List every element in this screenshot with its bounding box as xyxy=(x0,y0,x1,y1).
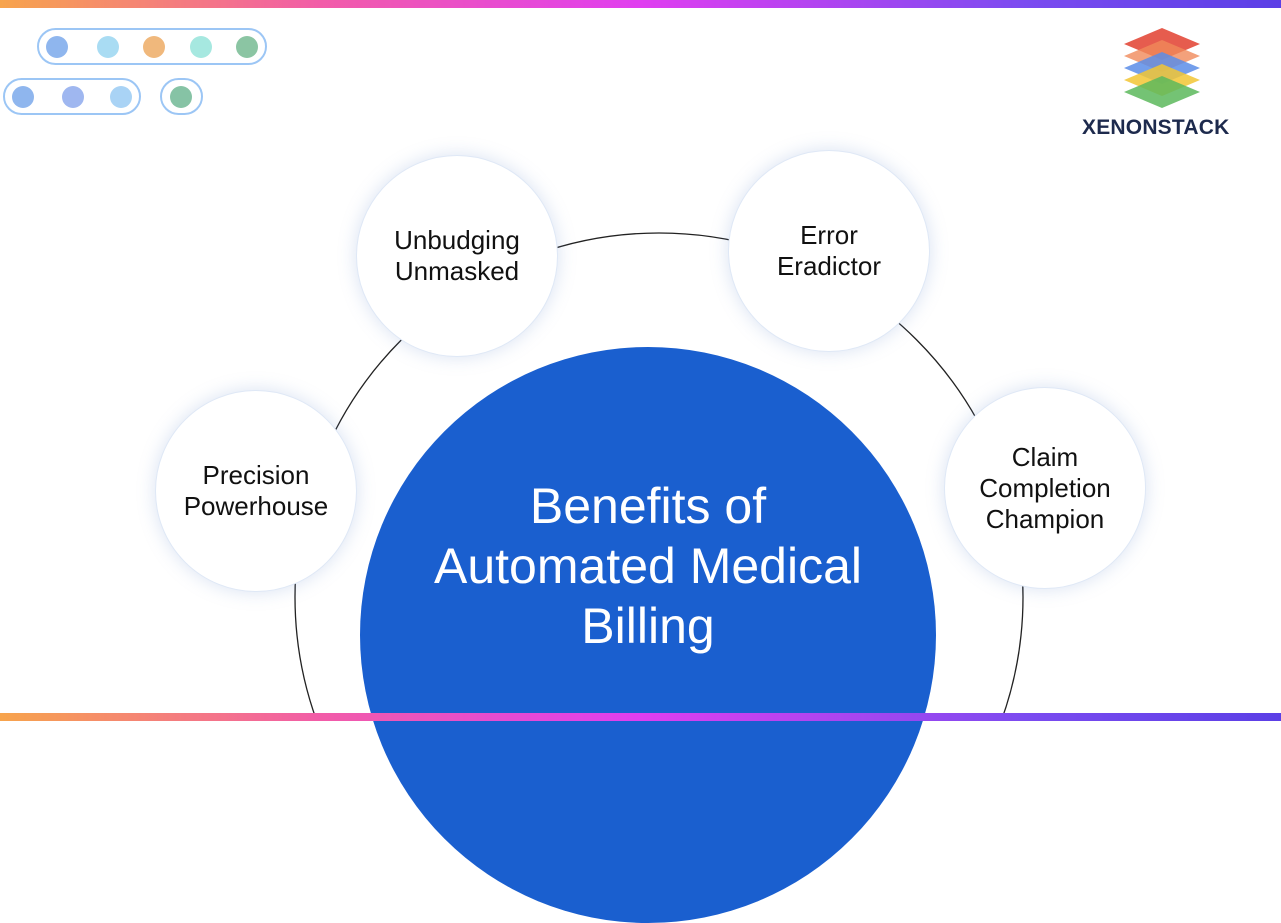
node-label-line: Champion xyxy=(985,503,1105,534)
center-title-line: Benefits of xyxy=(529,478,767,534)
decorative-dots-pill-top xyxy=(37,28,267,65)
brand-name: XENONSTACK xyxy=(1082,116,1230,139)
node-error-eradictor: Error Eradictor xyxy=(728,150,930,352)
decorative-dot xyxy=(236,35,258,58)
decorative-dot xyxy=(46,35,68,58)
node-label-line: Claim xyxy=(1011,441,1079,472)
decorative-dot xyxy=(110,85,132,108)
node-unbudging-unmasked: Unbudging Unmasked xyxy=(356,155,558,357)
decorative-dot xyxy=(97,35,119,58)
top-gradient-bar xyxy=(0,0,1281,8)
decorative-dot xyxy=(143,35,165,58)
connector-arc xyxy=(294,232,1024,721)
decorative-dot xyxy=(12,85,34,108)
node-precision-powerhouse: Precision Powerhouse xyxy=(155,390,357,592)
node-label-line: Unmasked xyxy=(394,256,520,286)
node-label-line: Completion xyxy=(979,472,1111,503)
bottom-gradient-bar xyxy=(0,713,1281,721)
center-title-line: Automated Medical xyxy=(433,538,862,594)
node-claim-completion-champion: Claim Completion Champion xyxy=(944,387,1146,589)
node-label-line: Unbudging xyxy=(394,225,520,255)
decorative-dot xyxy=(62,85,84,108)
center-title-line: Billing xyxy=(581,598,715,654)
node-label-line: Precision xyxy=(202,460,310,490)
decorative-dot xyxy=(190,35,212,58)
node-label-line: Powerhouse xyxy=(183,491,329,521)
node-label-line: Error xyxy=(800,220,858,250)
decorative-dots-pill-bottom-right xyxy=(160,78,203,115)
node-label-line: Eradictor xyxy=(776,251,882,281)
decorative-dot xyxy=(170,85,192,108)
decorative-dots-pill-bottom-left xyxy=(3,78,141,115)
center-title: Benefits of Automated Medical Billing xyxy=(390,476,906,656)
xenonstack-logo-icon xyxy=(1124,28,1200,108)
